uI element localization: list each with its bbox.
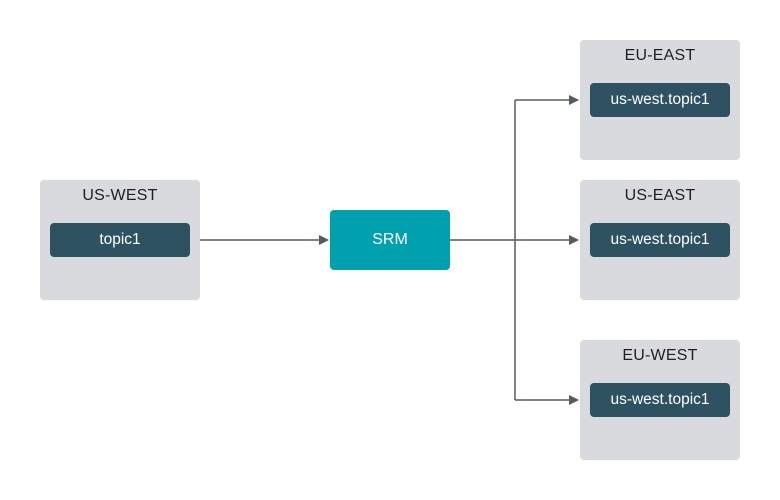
target-cluster-eu-east: EU-EAST us-west.topic1 xyxy=(580,40,740,160)
source-topic: topic1 xyxy=(50,223,190,257)
source-cluster: US-WEST topic1 xyxy=(40,180,200,300)
target-topic: us-west.topic1 xyxy=(590,223,730,257)
target-topic: us-west.topic1 xyxy=(590,83,730,117)
target-cluster-title: EU-WEST xyxy=(622,347,698,364)
target-cluster-title: US-EAST xyxy=(624,187,696,204)
target-cluster-eu-west: EU-WEST us-west.topic1 xyxy=(580,340,740,460)
target-cluster-us-east: US-EAST us-west.topic1 xyxy=(580,180,740,300)
srm-node: SRM xyxy=(330,210,450,270)
target-topic: us-west.topic1 xyxy=(590,383,730,417)
source-cluster-title: US-WEST xyxy=(82,187,158,204)
target-cluster-title: EU-EAST xyxy=(624,47,696,64)
